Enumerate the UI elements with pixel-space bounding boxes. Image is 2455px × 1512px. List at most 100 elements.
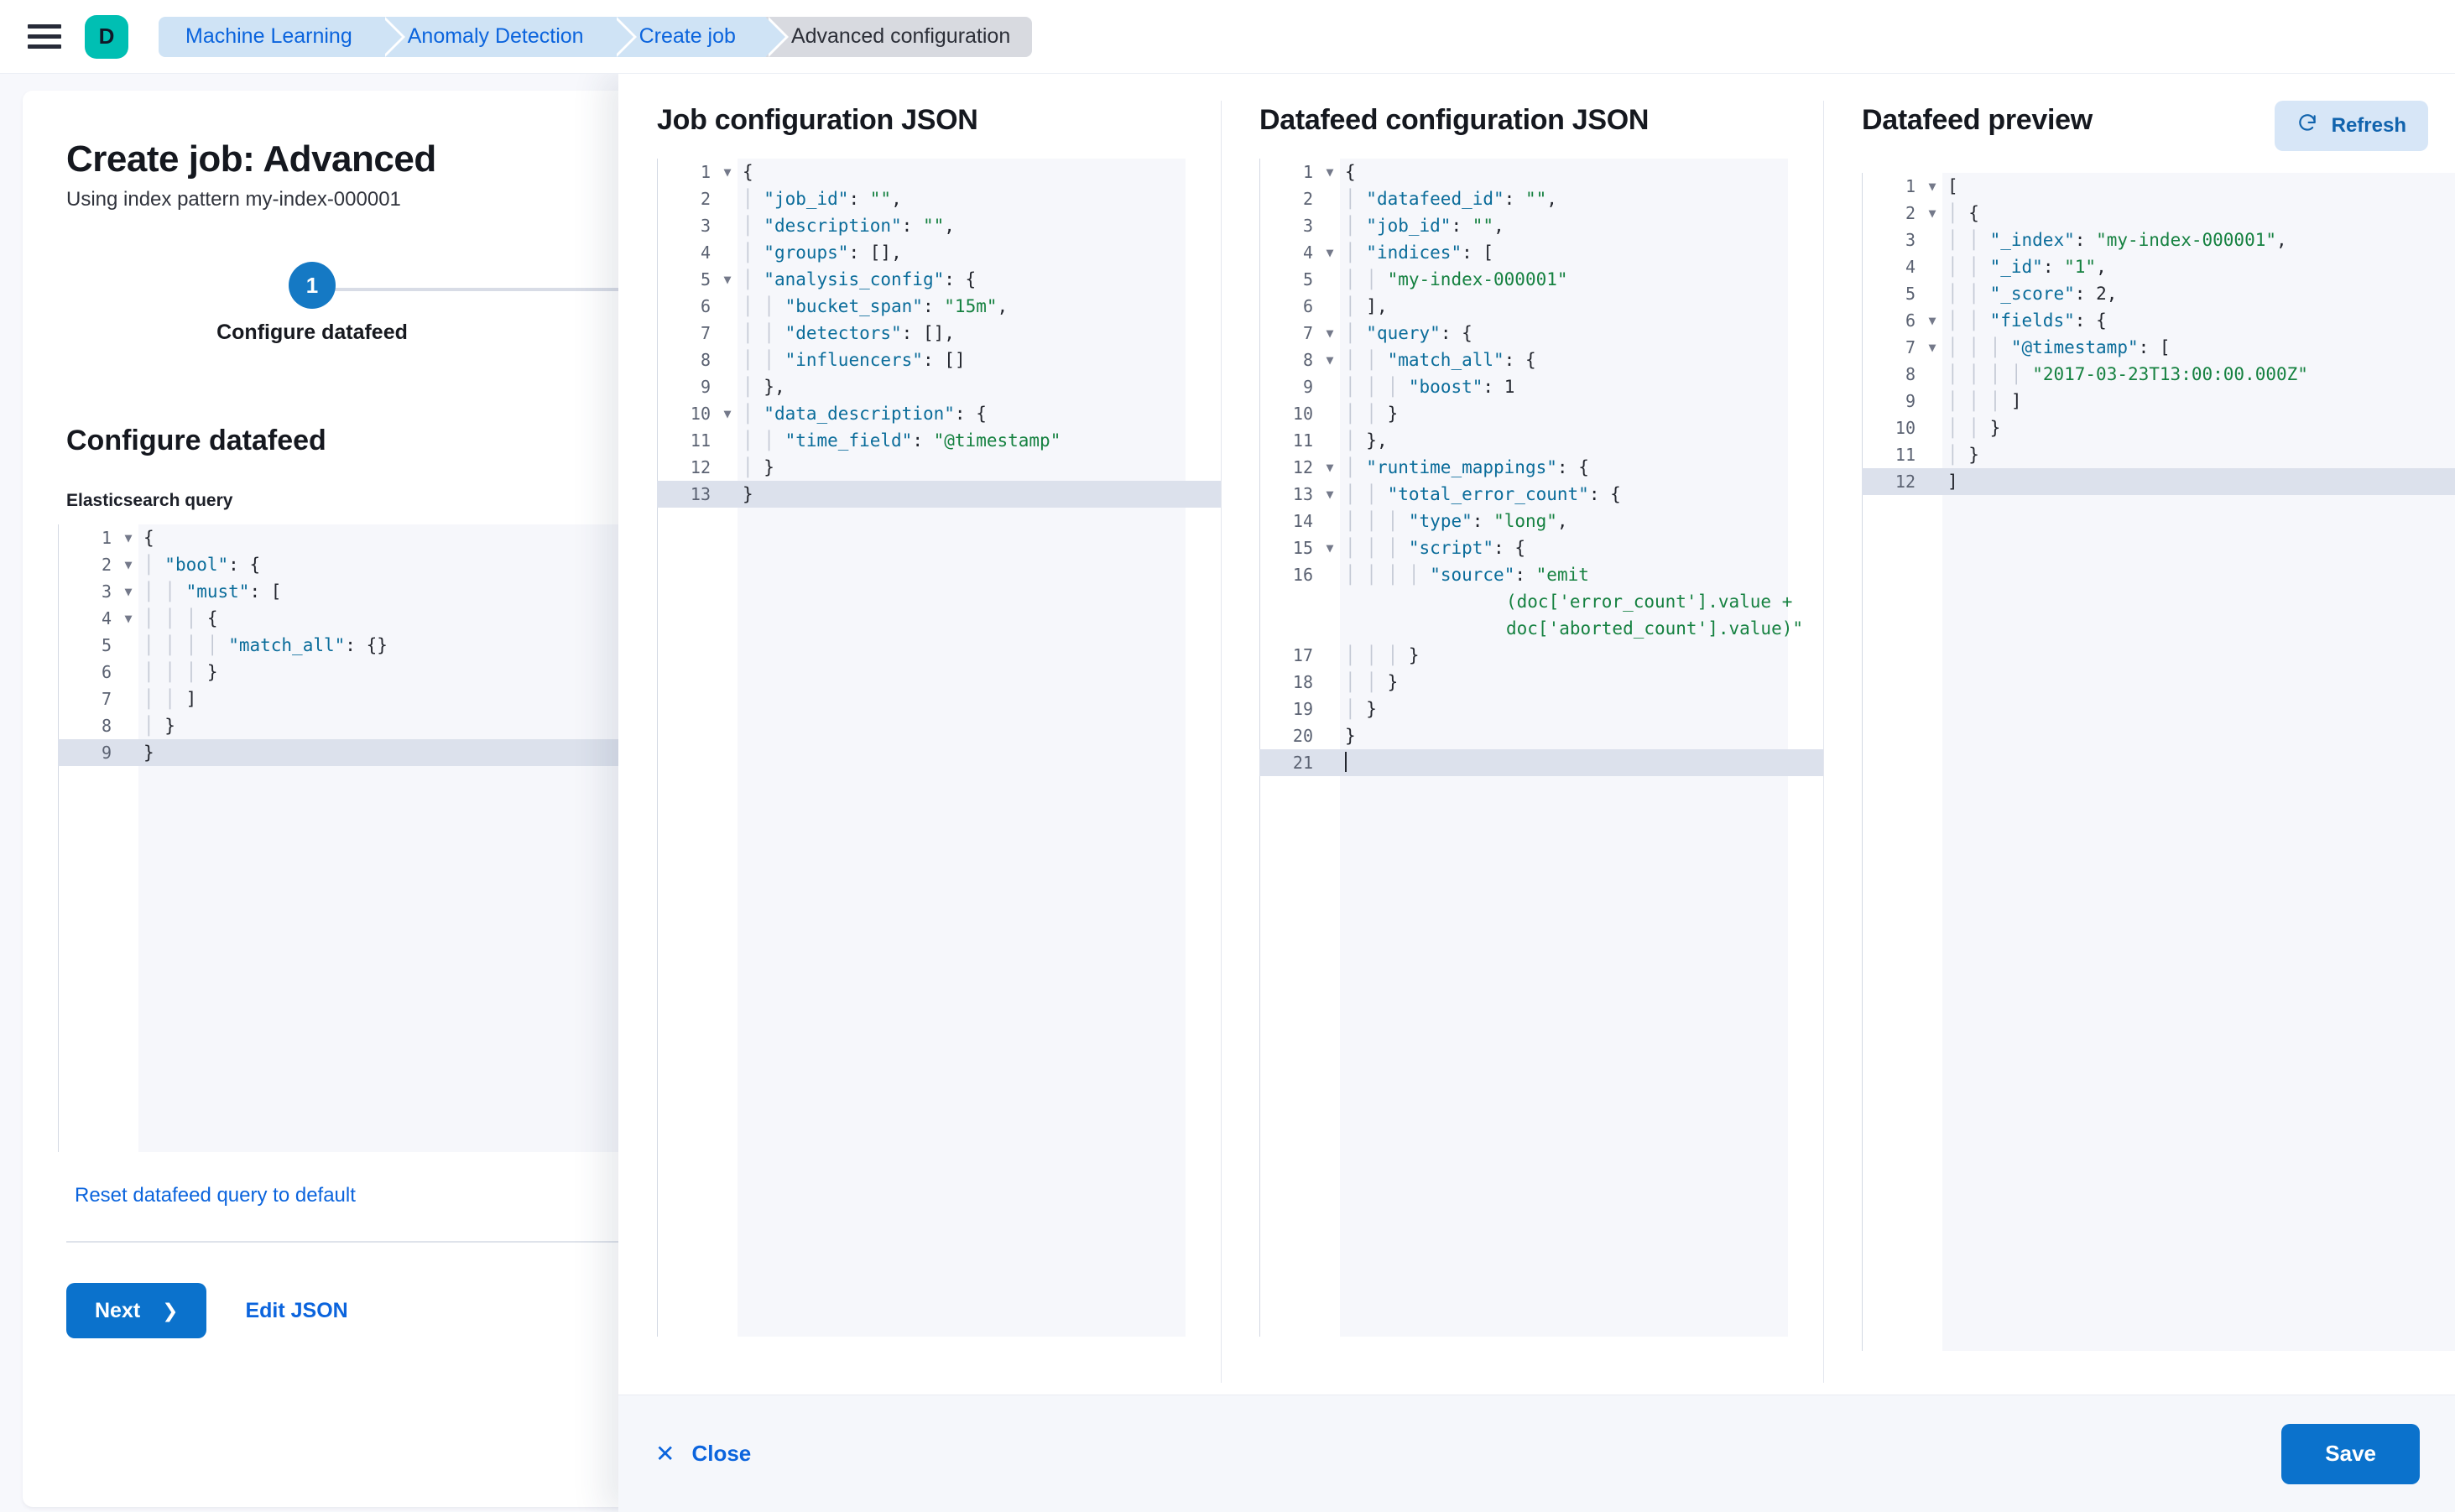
editor-line-code: │ │ │ ] <box>1942 388 2455 414</box>
fold-toggle-icon[interactable]: ▼ <box>118 524 138 551</box>
elasticsearch-query-editor[interactable]: 1▼{2▼│ "bool": {3▼│ │ "must": [4▼│ │ │ {… <box>58 524 650 1152</box>
editor-line[interactable]: 13▼│ │ "total_error_count": { <box>1259 481 1823 508</box>
editor-line[interactable]: 11│ }, <box>1259 427 1823 454</box>
datafeed-configuration-editor[interactable]: 1▼{2│ "datafeed_id": "",3│ "job_id": "",… <box>1259 159 1823 1337</box>
editor-line[interactable]: 6│ ], <box>1259 293 1823 320</box>
editor-line[interactable]: 10▼│ "data_description": { <box>657 400 1221 427</box>
job-configuration-title: Job configuration JSON <box>657 104 978 137</box>
close-button[interactable]: ✕ Close <box>655 1441 751 1467</box>
fold-toggle-icon[interactable]: ▼ <box>1320 159 1340 185</box>
next-button[interactable]: Next ❯ <box>66 1283 206 1338</box>
fold-toggle-icon[interactable]: ▼ <box>118 551 138 578</box>
editor-line[interactable]: 15▼│ │ │ "script": { <box>1259 534 1823 561</box>
editor-line[interactable]: 2▼│ { <box>1862 200 2455 227</box>
editor-line[interactable]: 4│ │ "_id": "1", <box>1862 253 2455 280</box>
fold-toggle-icon[interactable]: ▼ <box>1320 454 1340 481</box>
breadcrumb-item-anomaly-detection[interactable]: Anomaly Detection <box>383 17 614 57</box>
editor-line[interactable]: 11│ } <box>1862 441 2455 468</box>
datafeed-preview-editor[interactable]: 1▼[2▼│ {3│ │ "_index": "my-index-000001"… <box>1862 173 2455 1351</box>
job-configuration-column: Job configuration JSON 1▼{2│ "job_id": "… <box>618 74 1221 1395</box>
fold-toggle-icon[interactable]: ▼ <box>1320 534 1340 561</box>
editor-line[interactable]: 5▼│ "analysis_config": { <box>657 266 1221 293</box>
editor-line[interactable]: 11│ │ "time_field": "@timestamp" <box>657 427 1221 454</box>
fold-toggle-icon[interactable]: ▼ <box>1922 173 1942 200</box>
fold-toggle-icon[interactable]: ▼ <box>1320 239 1340 266</box>
editor-line[interactable]: 4▼│ "indices": [ <box>1259 239 1823 266</box>
editor-line[interactable]: 4▼│ │ │ { <box>58 605 650 632</box>
editor-line-number: 10 <box>1259 400 1320 427</box>
fold-toggle-icon[interactable]: ▼ <box>717 266 738 293</box>
fold-toggle-icon[interactable]: ▼ <box>118 578 138 605</box>
hamburger-icon[interactable] <box>28 20 66 54</box>
editor-line[interactable]: 9│ │ │ "boost": 1 <box>1259 373 1823 400</box>
editor-line[interactable]: 6│ │ "bucket_span": "15m", <box>657 293 1221 320</box>
editor-line[interactable]: 21 <box>1259 749 1823 776</box>
editor-line[interactable]: 10│ │ } <box>1259 400 1823 427</box>
job-configuration-editor[interactable]: 1▼{2│ "job_id": "",3│ "description": "",… <box>657 159 1221 1337</box>
editor-line[interactable]: 6▼│ │ "fields": { <box>1862 307 2455 334</box>
editor-line[interactable]: 8▼│ │ "match_all": { <box>1259 347 1823 373</box>
stepper-step-1[interactable]: 1 <box>289 262 336 309</box>
editor-line[interactable]: 20} <box>1259 722 1823 749</box>
editor-line[interactable]: 2▼│ "bool": { <box>58 551 650 578</box>
editor-line[interactable]: 1▼[ <box>1862 173 2455 200</box>
editor-line[interactable]: 10│ │ } <box>1862 414 2455 441</box>
editor-line[interactable]: 2│ "job_id": "", <box>657 185 1221 212</box>
editor-lines[interactable]: 1▼{2│ "datafeed_id": "",3│ "job_id": "",… <box>1259 159 1823 776</box>
editor-line[interactable]: 9} <box>58 739 650 766</box>
editor-line[interactable]: 3▼│ │ "must": [ <box>58 578 650 605</box>
editor-line[interactable]: 3│ │ "_index": "my-index-000001", <box>1862 227 2455 253</box>
editor-line[interactable]: 19│ } <box>1259 696 1823 722</box>
save-button[interactable]: Save <box>2281 1424 2420 1484</box>
editor-line[interactable]: 1▼{ <box>1259 159 1823 185</box>
fold-toggle-icon[interactable]: ▼ <box>1922 307 1942 334</box>
reset-datafeed-query-link[interactable]: Reset datafeed query to default <box>75 1184 356 1207</box>
editor-line[interactable]: 17│ │ │ } <box>1259 642 1823 669</box>
editor-line[interactable]: 7│ │ "detectors": [], <box>657 320 1221 347</box>
editor-line[interactable]: 7▼│ "query": { <box>1259 320 1823 347</box>
editor-line[interactable]: 1▼{ <box>657 159 1221 185</box>
editor-line[interactable]: 9│ │ │ ] <box>1862 388 2455 414</box>
editor-line[interactable]: 8│ │ │ │ "2017-03-23T13:00:00.000Z" <box>1862 361 2455 388</box>
refresh-button[interactable]: Refresh <box>2275 101 2428 151</box>
app-logo[interactable]: D <box>85 15 128 59</box>
breadcrumb-item-machine-learning[interactable]: Machine Learning <box>159 17 383 57</box>
fold-toggle-icon[interactable]: ▼ <box>1922 334 1942 361</box>
editor-line-code: │ │ │ "script": { <box>1340 534 1823 561</box>
editor-line[interactable]: 2│ "datafeed_id": "", <box>1259 185 1823 212</box>
edit-json-button[interactable]: Edit JSON <box>245 1299 347 1323</box>
fold-toggle-icon[interactable]: ▼ <box>717 159 738 185</box>
editor-line-number: 13 <box>657 481 717 508</box>
editor-line[interactable]: 12] <box>1862 468 2455 495</box>
fold-toggle-icon[interactable]: ▼ <box>1320 347 1340 373</box>
fold-toggle-icon[interactable]: ▼ <box>1320 481 1340 508</box>
fold-toggle-icon[interactable]: ▼ <box>717 400 738 427</box>
editor-line[interactable]: 5│ │ "my-index-000001" <box>1259 266 1823 293</box>
editor-line[interactable]: 6│ │ │ } <box>58 659 650 686</box>
editor-line[interactable]: 9│ }, <box>657 373 1221 400</box>
editor-line[interactable]: 1▼{ <box>58 524 650 551</box>
editor-line[interactable]: 12▼│ "runtime_mappings": { <box>1259 454 1823 481</box>
fold-toggle-icon[interactable]: ▼ <box>1320 320 1340 347</box>
editor-lines[interactable]: 1▼[2▼│ {3│ │ "_index": "my-index-000001"… <box>1862 173 2455 495</box>
editor-line[interactable]: 18│ │ } <box>1259 669 1823 696</box>
editor-lines[interactable]: 1▼{2▼│ "bool": {3▼│ │ "must": [4▼│ │ │ {… <box>58 524 650 766</box>
editor-lines[interactable]: 1▼{2│ "job_id": "",3│ "description": "",… <box>657 159 1221 508</box>
editor-line[interactable]: 16│ │ │ │ "source": "emit(doc['error_cou… <box>1259 561 1823 642</box>
editor-line[interactable]: 3│ "job_id": "", <box>1259 212 1823 239</box>
editor-line[interactable]: 7▼│ │ │ "@timestamp": [ <box>1862 334 2455 361</box>
editor-line[interactable]: 14│ │ │ "type": "long", <box>1259 508 1823 534</box>
fold-toggle-icon[interactable]: ▼ <box>118 605 138 632</box>
editor-line[interactable]: 3│ "description": "", <box>657 212 1221 239</box>
editor-line[interactable]: 4│ "groups": [], <box>657 239 1221 266</box>
editor-line[interactable]: 8│ } <box>58 712 650 739</box>
breadcrumb-item-create-job[interactable]: Create job <box>614 17 766 57</box>
editor-line[interactable]: 13} <box>657 481 1221 508</box>
editor-line[interactable]: 8│ │ "influencers": [] <box>657 347 1221 373</box>
editor-line[interactable]: 7│ │ ] <box>58 686 650 712</box>
fold-toggle-icon[interactable]: ▼ <box>1922 200 1942 227</box>
editor-line[interactable]: 5│ │ │ │ "match_all": {} <box>58 632 650 659</box>
editor-line[interactable]: 12│ } <box>657 454 1221 481</box>
editor-line-number: 8 <box>657 347 717 373</box>
editor-line[interactable]: 5│ │ "_score": 2, <box>1862 280 2455 307</box>
